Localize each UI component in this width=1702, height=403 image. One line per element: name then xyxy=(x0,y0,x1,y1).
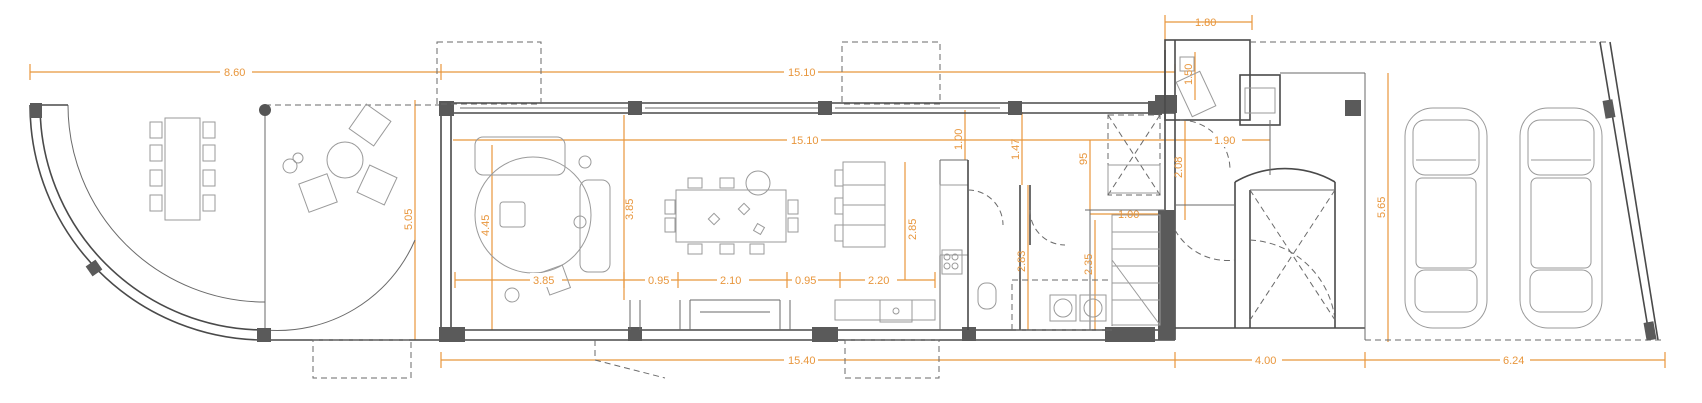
dim-opening-1: 0.95 xyxy=(648,275,669,287)
entry-lobby xyxy=(1164,39,1365,329)
dim-lounge-depth: 3.85 xyxy=(624,199,636,220)
dining-area xyxy=(664,170,799,255)
dim-garage-entry-width: 4.00 xyxy=(1255,355,1276,367)
car-2 xyxy=(1519,107,1603,329)
dim-opening-2: 0.95 xyxy=(795,275,816,287)
dim-laundry-width: 2.35 xyxy=(1083,254,1095,275)
dim-stair-width: 1.00 xyxy=(1118,209,1139,221)
dim-terrace-depth: 5.05 xyxy=(403,209,415,230)
dim-carport-depth: 5.65 xyxy=(1376,197,1388,218)
kitchen xyxy=(834,159,969,330)
stairs xyxy=(1107,114,1161,326)
dimension-lines xyxy=(29,15,1666,368)
dim-bath-width: 1.90 xyxy=(1214,135,1235,147)
dimension-labels: 8.60 15.10 1.80 15.10 1.90 5.05 4.45 3.8… xyxy=(220,17,1530,367)
dim-carport-width: 6.24 xyxy=(1503,355,1524,367)
dim-living-width: 3.85 xyxy=(533,275,554,287)
dim-living-depth: 4.45 xyxy=(480,215,492,236)
dim-house-length-top: 15.10 xyxy=(788,67,816,79)
carport xyxy=(1250,41,1665,341)
service-area xyxy=(967,160,1165,331)
car-1 xyxy=(1404,107,1488,329)
dim-corridor-3: 95 xyxy=(1078,153,1090,165)
dim-interior-length: 15.10 xyxy=(791,135,819,147)
dim-laundry-depth: 2.83 xyxy=(1016,251,1028,272)
dim-entry-width: 2.08 xyxy=(1173,157,1185,178)
house-walls xyxy=(312,40,1177,379)
dim-dining-width: 2.10 xyxy=(720,275,741,287)
dim-terrace-width: 8.60 xyxy=(224,67,245,79)
dim-corridor-1: 1.00 xyxy=(953,129,965,150)
dim-top-right-width: 1.80 xyxy=(1195,17,1216,29)
dim-kitchen-width: 2.20 xyxy=(868,275,889,287)
dim-house-length-bottom: 15.40 xyxy=(788,355,816,367)
dim-kitchen-depth: 2.85 xyxy=(907,219,919,240)
terrace xyxy=(29,103,441,342)
dim-bath-depth: 1.50 xyxy=(1183,64,1195,85)
dim-corridor-2: 1.47 xyxy=(1010,139,1022,160)
